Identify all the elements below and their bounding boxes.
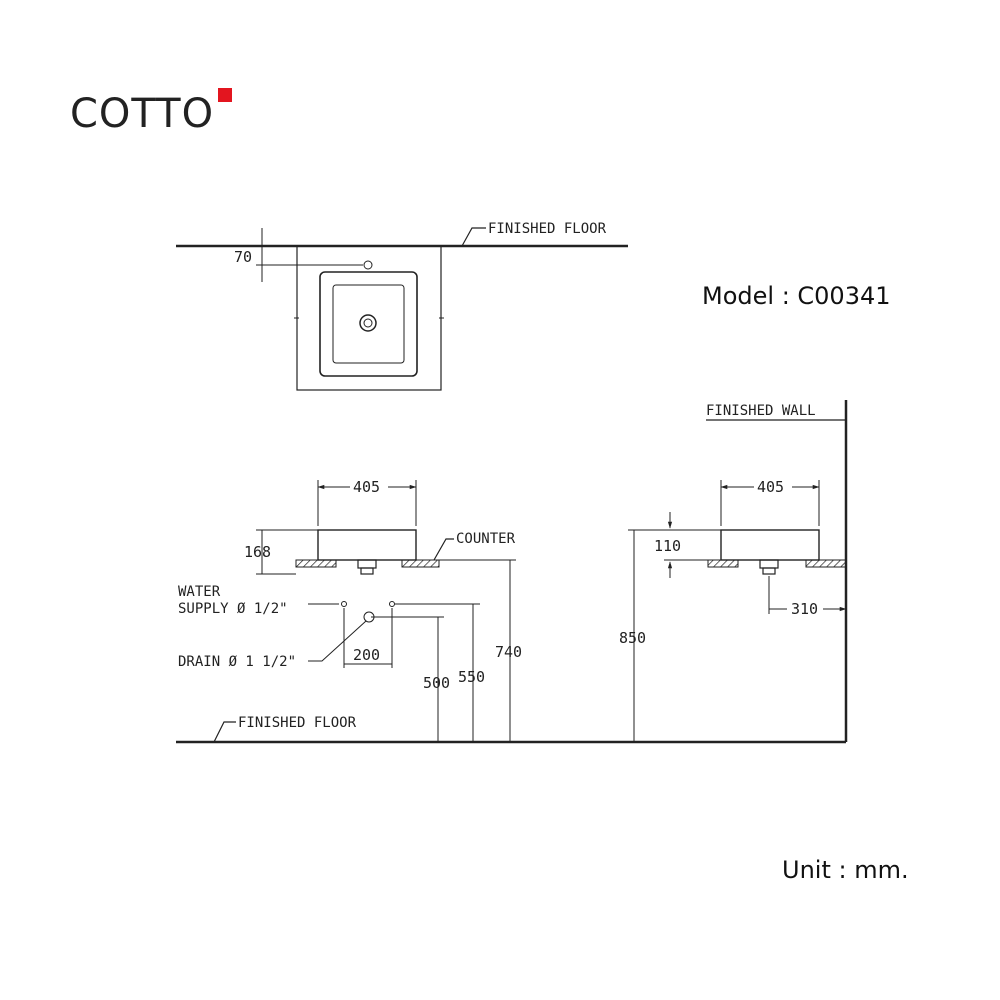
dim-550: 550 [458,668,485,686]
brand-logo-square [218,88,232,102]
side-waste-tail [762,567,776,575]
side-view: FINISHED WALL 405 110 850 [619,400,848,744]
front-view: FINISHED FLOOR 405 168 COUNTER WATER SU [176,478,634,744]
front-waste-fitting [357,559,377,569]
model-label: Model : C00341 [702,282,891,310]
basin-inner-bowl [332,284,405,364]
side-counter-left-hatch [707,559,739,568]
side-basin-body [720,529,820,561]
unit-label: Unit : mm. [782,856,909,884]
dim-310: 310 [791,600,818,618]
label-water-supply-line1: WATER [178,584,221,600]
dim-850: 850 [619,629,646,647]
label-water-supply-line2: SUPPLY Ø 1/2" [178,601,288,617]
brand-logo-text: COTTO [70,91,215,137]
label-finished-wall: FINISHED WALL [706,403,816,419]
side-counter-right-hatch [805,559,847,568]
front-basin-body [317,529,417,561]
label-drain: DRAIN Ø 1 1/2" [178,654,296,670]
counter-leader [433,538,454,561]
dim-side-405: 405 [757,478,784,496]
top-view: FINISHED FLOOR 70 [176,221,628,391]
tap-hole-icon [363,260,373,270]
label-counter: COUNTER [456,531,516,547]
drain-hole-icon [359,314,377,332]
dim-110: 110 [654,537,681,555]
supply-right-icon [389,601,395,607]
front-waste-tail [360,567,374,575]
counter-left-hatch [295,559,337,568]
top-floor-leader [461,227,486,247]
dim-740: 740 [495,643,522,661]
top-view-counter-outline [296,245,442,391]
side-waste-fitting [759,559,779,569]
bottom-floor-leader [213,721,236,743]
drain-leader [308,620,367,662]
label-finished-floor-top: FINISHED FLOOR [488,221,607,237]
dim-70: 70 [234,248,252,266]
counter-right-hatch [401,559,440,568]
dim-front-168: 168 [244,543,271,561]
dim-200: 200 [353,646,380,664]
label-finished-floor-bottom: FINISHED FLOOR [238,715,357,731]
basin-outer-rim [319,271,418,377]
dim-front-405: 405 [353,478,380,496]
supply-left-icon [341,601,347,607]
dim-500: 500 [423,674,450,692]
drain-inner-icon [363,318,373,328]
